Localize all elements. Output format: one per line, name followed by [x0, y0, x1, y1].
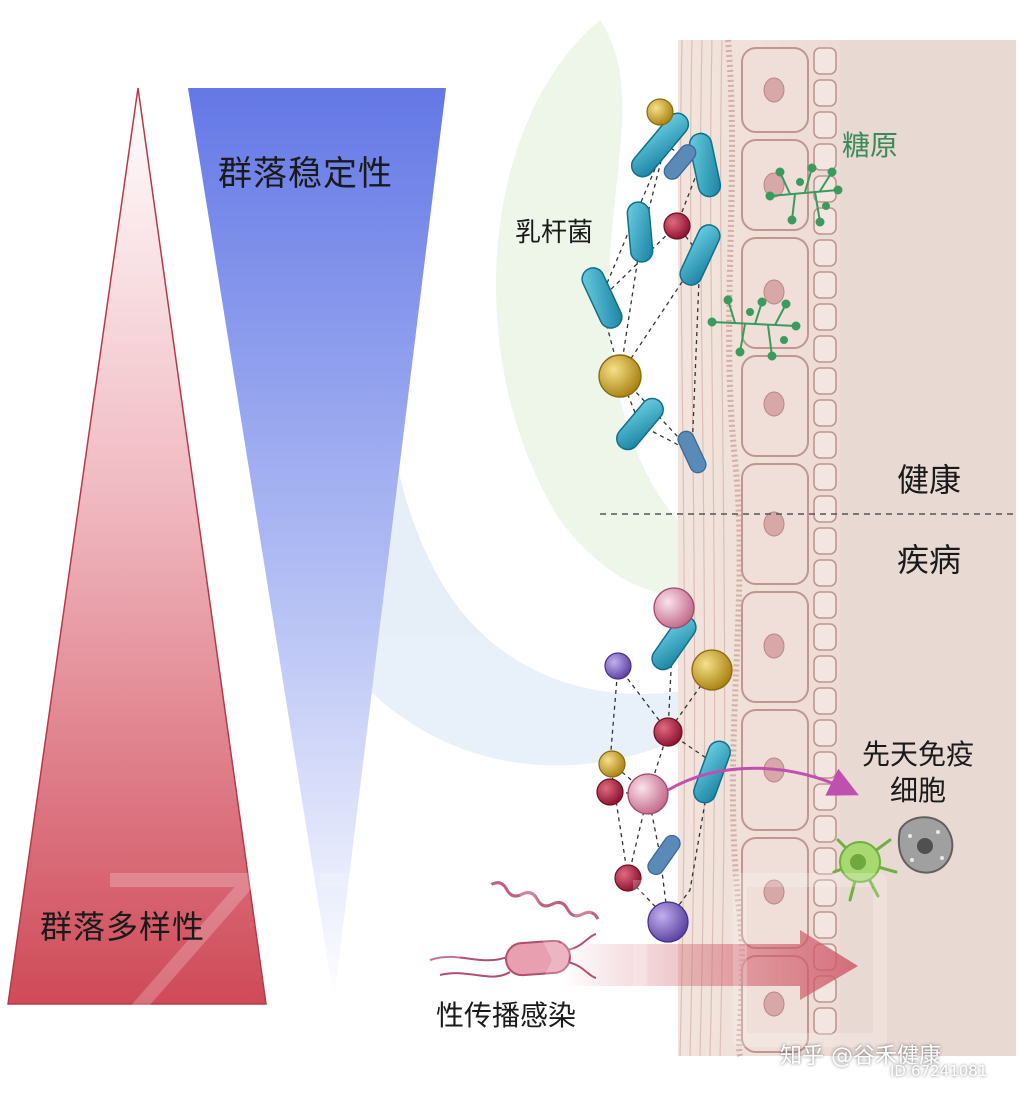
lactobacillus-label: 乳杆菌: [515, 212, 593, 249]
glycogen-label: 糖原: [842, 124, 898, 164]
epithelium-tissue: [678, 40, 1016, 1056]
yellow-coccus: [599, 355, 641, 397]
pink-coccus: [654, 588, 694, 628]
community-stability-label: 群落稳定性: [218, 146, 393, 195]
sti-label: 性传播感染: [436, 994, 576, 1034]
yellow-coccus: [599, 751, 625, 777]
purple-coccus: [605, 653, 631, 679]
red-coccus: [654, 718, 682, 746]
disease-label: 疾病: [897, 535, 961, 581]
community-diversity-label: 群落多样性: [40, 902, 205, 948]
pink-coccus: [628, 774, 668, 814]
innate-immune-cells-label-line2: 细胞: [862, 773, 974, 809]
innate-immune-cells-label: 先天免疫 细胞: [862, 737, 974, 809]
lactobacillus-rod: [626, 201, 653, 263]
red-coccus: [664, 213, 690, 239]
purple-coccus: [648, 902, 688, 942]
yellow-coccus: [692, 650, 732, 690]
healthy-label: 健康: [897, 455, 961, 501]
innate-immune-cells-label-line1: 先天免疫: [862, 737, 974, 773]
macrophage: [899, 817, 953, 872]
rod-bacterium: [645, 832, 683, 877]
yellow-coccus: [647, 99, 673, 125]
id-watermark: ID:67241081: [890, 1062, 987, 1080]
red-coccus: [597, 779, 623, 805]
